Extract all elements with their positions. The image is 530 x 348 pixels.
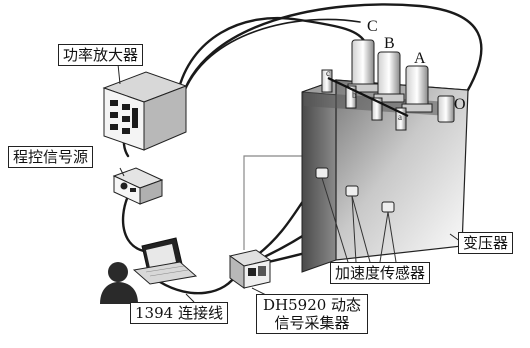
acquisition-unit-label-line2: 信号采集器 [263, 314, 361, 332]
bushing-c [348, 40, 378, 92]
phase-o-label: O [454, 96, 466, 114]
bushing-o [438, 96, 454, 122]
signal-source [114, 168, 162, 204]
amplifier-label: 功率放大器 [58, 44, 143, 66]
phase-c-label: C [367, 18, 378, 36]
accelerometer-3 [382, 202, 394, 212]
amplifier-label-pointer [118, 64, 120, 84]
interface-cable-label: 1394 连接线 [130, 302, 228, 324]
transformer-label: 变压器 [458, 232, 513, 254]
laptop [134, 238, 196, 284]
bushing-b [374, 52, 404, 102]
accelerometer-1 [316, 168, 328, 178]
cable-source-to-laptop [123, 196, 150, 252]
terminal-b-label: b [352, 90, 357, 100]
acquisition-unit-label-line1: DH5920 动态 [263, 296, 361, 314]
terminal-a-label: a [398, 112, 402, 122]
bushing-a [402, 66, 432, 112]
accelerometer-2 [346, 186, 358, 196]
operator-figure [100, 262, 138, 304]
phase-a-label: A [414, 50, 426, 68]
power-amplifier [104, 72, 186, 150]
signal-source-label: 程控信号源 [8, 146, 93, 168]
accelerometers-label: 加速度传感器 [330, 262, 430, 284]
data-acquisition-unit [230, 250, 270, 288]
acquisition-unit-label: DH5920 动态 信号采集器 [256, 294, 368, 334]
phase-b-label: B [384, 35, 395, 53]
cable-label-pointer [186, 294, 194, 302]
terminal-c-label: c [326, 68, 330, 78]
